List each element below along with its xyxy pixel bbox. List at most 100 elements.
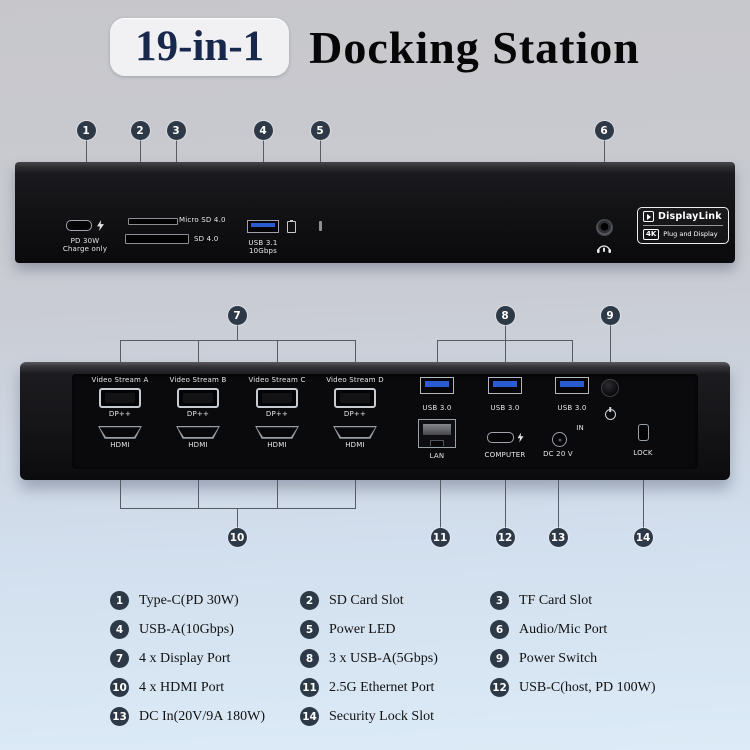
port-label: Video Stream D	[326, 376, 384, 384]
displaylink-brand: DisplayLink	[658, 211, 722, 222]
dc-in-jack	[552, 432, 567, 447]
port-label: DP++	[108, 410, 132, 419]
lock-group: LOCK	[618, 424, 668, 457]
port-label: Charge only	[62, 245, 108, 254]
port-label: PD 30W	[70, 237, 100, 245]
legend-item: 14 Security Lock Slot	[300, 707, 490, 726]
legend-label: SD Card Slot	[329, 592, 404, 608]
port-label: HDMI	[267, 440, 287, 449]
callout-11: 11	[430, 528, 450, 547]
legend-label: 3 x USB-A(5Gbps)	[329, 650, 438, 666]
port-label: DP++	[343, 410, 367, 419]
usb3-port-group: USB 3.0	[473, 377, 537, 412]
callout-line	[572, 340, 573, 362]
usb-a-port	[420, 377, 454, 394]
legend-item: 6 Audio/Mic Port	[490, 620, 720, 639]
callout-13: 13	[548, 528, 568, 547]
legend-label: 4 x Display Port	[139, 650, 231, 666]
video-stream-group: Video Stream D DP++ HDMI	[315, 376, 395, 449]
legend-number: 3	[490, 591, 509, 610]
computer-port-group: COMPUTER	[473, 432, 537, 459]
ethernet-group: LAN	[409, 419, 465, 460]
callout-line	[120, 508, 356, 509]
legend-label: Security Lock Slot	[329, 708, 434, 724]
callout-12: 12	[495, 528, 515, 547]
callout-10: 10	[227, 528, 247, 547]
port-label: 10Gbps	[248, 247, 278, 256]
callout-line	[277, 340, 278, 362]
port-label: USB 3.0	[422, 404, 452, 412]
ethernet-port	[418, 419, 456, 448]
port-label: Video Stream B	[169, 376, 227, 384]
legend-label: Type-C(PD 30W)	[139, 592, 239, 608]
dc-in-group: IN DC 20 V	[528, 424, 588, 464]
security-lock-slot	[637, 424, 649, 441]
displayport-port	[256, 388, 298, 409]
hdmi-port	[98, 425, 142, 439]
port-label: HDMI	[188, 440, 208, 449]
title-badge: 19-in-1	[110, 18, 290, 76]
legend-item: 3 TF Card Slot	[490, 591, 720, 610]
legend-item: 8 3 x USB-A(5Gbps)	[300, 649, 490, 668]
callout-2: 2	[130, 121, 150, 140]
callout-4: 4	[253, 121, 273, 140]
callout-line	[355, 340, 356, 362]
port-label: DC 20 V	[543, 450, 573, 458]
legend-item: 4 USB-A(10Gbps)	[110, 620, 300, 639]
power-icon	[604, 409, 616, 420]
callout-line	[558, 480, 559, 528]
callout-8: 8	[495, 306, 515, 325]
hdmi-port	[333, 425, 377, 439]
legend: 1 Type-C(PD 30W) 2 SD Card Slot 3 TF Car…	[110, 591, 720, 726]
power-led	[319, 221, 322, 231]
legend-label: DC In(20V/9A 180W)	[139, 708, 265, 724]
usb3-port-group: USB 3.0	[540, 377, 604, 412]
callout-line	[140, 140, 141, 162]
callout-line	[198, 340, 199, 362]
callout-line	[440, 480, 441, 528]
legend-item: 5 Power LED	[300, 620, 490, 639]
legend-label: Audio/Mic Port	[519, 621, 608, 637]
callout-line	[263, 140, 264, 162]
callout-line	[604, 140, 605, 162]
legend-item: 13 DC In(20V/9A 180W)	[110, 707, 300, 726]
hdmi-port-inner	[177, 427, 219, 438]
port-label: HDMI	[345, 440, 365, 449]
video-stream-group: Video Stream C DP++ HDMI	[237, 376, 317, 449]
callout-line	[237, 325, 238, 340]
legend-number: 9	[490, 649, 509, 668]
usb-c-port	[66, 220, 92, 231]
port-label: IN	[576, 424, 584, 432]
audio-jack-group	[579, 219, 629, 254]
displayport-port	[99, 388, 141, 409]
sd-card-slot	[125, 234, 189, 244]
power-button	[601, 379, 619, 397]
legend-number: 2	[300, 591, 319, 610]
port-label: DP++	[265, 410, 289, 419]
usb-a-port	[488, 377, 522, 394]
power-switch-group	[590, 377, 630, 420]
usb-a-port	[247, 220, 279, 233]
page-title: 19-in-1 Docking Station	[0, 18, 750, 76]
callout-line	[355, 480, 356, 508]
port-label: Micro SD 4.0	[179, 216, 226, 224]
legend-number: 7	[110, 649, 129, 668]
legend-label: Power LED	[329, 621, 396, 637]
video-stream-group: Video Stream B DP++ HDMI	[158, 376, 238, 449]
callout-line	[277, 480, 278, 508]
legend-label: Power Switch	[519, 650, 598, 666]
lightning-icon	[517, 432, 524, 443]
legend-item: 1 Type-C(PD 30W)	[110, 591, 300, 610]
hdmi-port	[176, 425, 220, 439]
legend-number: 6	[490, 620, 509, 639]
displaylink-logo-icon	[643, 211, 654, 222]
legend-label: 4 x HDMI Port	[139, 679, 225, 695]
callout-line	[505, 480, 506, 528]
headset-mic-icon	[579, 243, 629, 254]
callout-line	[120, 340, 121, 362]
legend-label: 2.5G Ethernet Port	[329, 679, 435, 695]
dock-front-view: PD 30W Charge only Micro SD 4.0 SD 4.0 U…	[15, 162, 735, 263]
callout-14: 14	[633, 528, 653, 547]
usb-a-10g-group: USB 3.1 10Gbps	[233, 220, 293, 256]
legend-item: 10 4 x HDMI Port	[110, 678, 300, 697]
